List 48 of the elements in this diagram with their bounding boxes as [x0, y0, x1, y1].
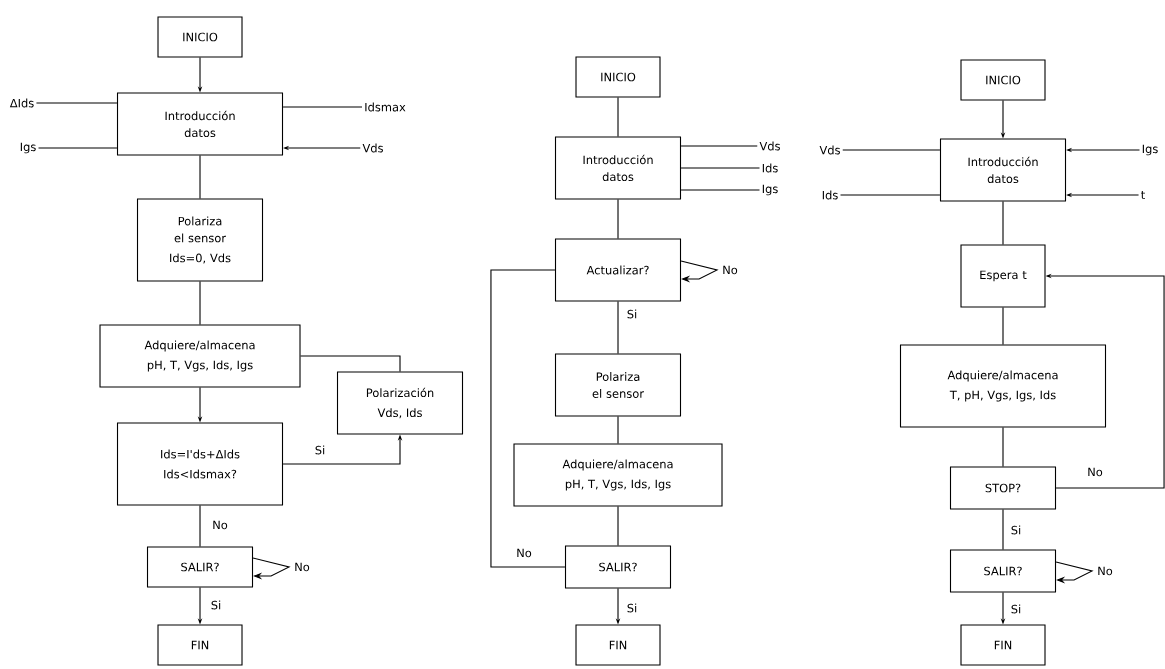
edge-label: No [721, 264, 739, 276]
input-label: Igs [20, 142, 36, 154]
edge-label: No [293, 561, 311, 573]
decision-box: SALIR? [146, 546, 254, 588]
terminal-box: FIN [575, 624, 661, 666]
input-label: Igs [1142, 144, 1158, 156]
input-label: Ids [822, 190, 838, 200]
decision-box: SALIR? [564, 545, 672, 589]
process-box: Introducción datos [939, 138, 1067, 202]
input-label: Ids [762, 163, 778, 173]
process-box: Adquiere/almacena pH, T, Vgs, Ids, Igs [99, 324, 301, 388]
process-box: Adquiere/almacena pH, T, Vgs, Ids, Igs [513, 443, 723, 507]
process-box: Polariza el sensor [554, 353, 682, 417]
decision-box: Actualizar? [554, 238, 682, 302]
edge-label: No [211, 519, 229, 531]
decision-box: SALIR? [949, 549, 1057, 593]
terminal-box: INICIO [575, 56, 661, 98]
process-box: Espera t [960, 244, 1046, 308]
edge-label: Si [209, 599, 223, 611]
decision-box: Ids=I'ds+ΔIds Ids<Idsmax? [116, 422, 284, 506]
edge-label: No [515, 547, 533, 559]
decision-box: STOP? [949, 466, 1057, 510]
edge-label: Si [625, 308, 639, 320]
edge-label: No [1086, 466, 1104, 478]
input-label: Vds [819, 145, 840, 155]
input-label: Vds [362, 143, 383, 153]
terminal-box: FIN [157, 624, 243, 666]
input-label: ΔIds [9, 98, 34, 108]
edge-label: No [1096, 565, 1114, 577]
process-box: Adquiere/almacena T, pH, Vgs, Igs, Ids [899, 344, 1107, 428]
process-box: Introducción datos [554, 136, 682, 200]
input-label: Vds [759, 141, 780, 151]
process-box: Introducción datos [116, 92, 284, 156]
terminal-box: INICIO [157, 16, 243, 58]
process-box: Polarización Vds, Ids [336, 371, 464, 435]
edge-label: Si [313, 444, 327, 456]
input-label: t [1141, 190, 1145, 199]
terminal-box: FIN [960, 624, 1046, 666]
edge-label: Si [625, 602, 639, 614]
edge-label: Si [1009, 603, 1023, 615]
input-label: Idsmax [365, 102, 406, 112]
process-box: Polariza el sensor Ids=0, Vds [136, 198, 264, 282]
input-label: Igs [762, 184, 778, 196]
arrow [680, 260, 719, 283]
edge-label: Si [1009, 524, 1023, 536]
arrow [252, 557, 291, 580]
arrow [1055, 561, 1094, 584]
terminal-box: INICIO [960, 59, 1046, 101]
